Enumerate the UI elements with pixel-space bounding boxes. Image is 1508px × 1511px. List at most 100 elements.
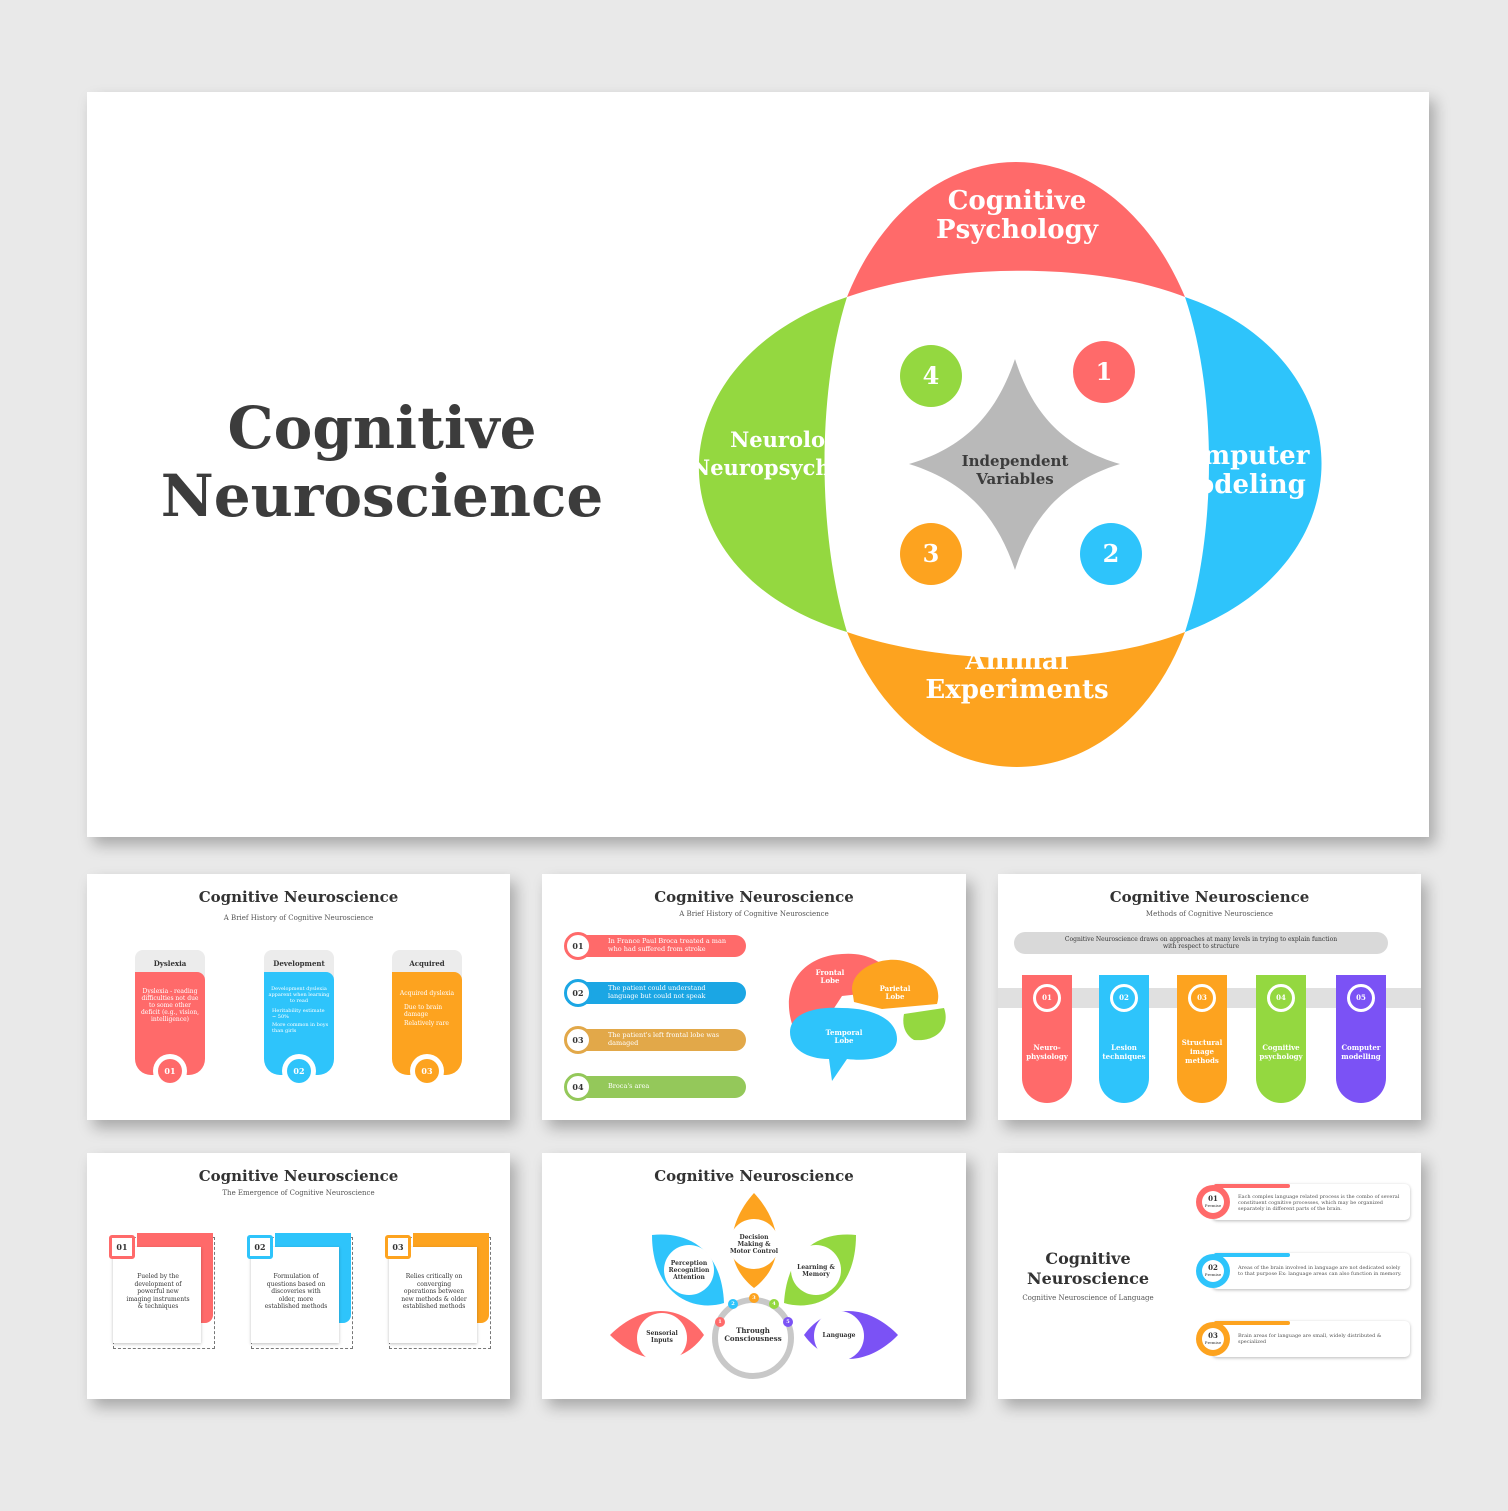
thumb3-tube-4-num: 04 [1267,984,1295,1012]
thumb3-tube-2: 02 Lesion techniques [1099,975,1149,1103]
thumb6-premise-2-badge: 02 Premise [1202,1260,1224,1282]
center-line1: Independent [961,452,1069,470]
thumb3-tube-4-label: Cognitive psychology [1259,1043,1303,1061]
thumb6-title: Cognitive Neuroscience [1008,1249,1168,1289]
thumb4-title: Cognitive Neuroscience [198,1167,399,1185]
petal-bottom-label: Animal Experiments [907,647,1127,705]
thumb3-tube-3: 03 Structural image methods [1177,975,1227,1103]
thumb6-subtitle: Cognitive Neuroscience of Language [1022,1294,1154,1302]
thumb2-item-1-text: In France Paul Broca treated a man who h… [608,937,727,953]
thumb2-title: Cognitive Neuroscience [654,888,854,906]
thumbnail-slide-1[interactable]: Cognitive Neuroscience A Brief History o… [87,874,510,1120]
main-title-line2: Neuroscience [160,462,604,530]
thumb5-label-sensorial: Sensorial Inputs [646,1330,678,1344]
thumb3-tube-4: 04 Cognitive psychology [1256,975,1306,1103]
brain-frontal-label: Frontal Lobe [815,968,845,985]
thumb3-tube-3-label: Structural image methods [1181,1038,1223,1065]
center-line2: Variables [976,470,1054,488]
thumbnail-slide-2[interactable]: Cognitive Neuroscience A Brief History o… [542,874,966,1120]
thumb2-item-2-num: 02 [564,979,592,1007]
main-title-line1: Cognitive [227,394,537,462]
brain-parietal-lobe [852,959,939,1009]
thumb3-tube-2-label: Lesion techniques [1102,1043,1146,1061]
thumb6-premise-1-num: 01 [1208,1194,1218,1203]
petal-top-line2: Psychology [936,215,1098,245]
thumb1-card-2-header: Development [273,959,325,968]
thumbnail-slide-6[interactable]: Cognitive Neuroscience Cognitive Neurosc… [998,1153,1421,1399]
thumb1-card-2-num: 02 [287,1059,311,1083]
thumb5-circle-decision [729,1219,779,1269]
brain-parietal-label: Parietal Lobe [879,984,911,1001]
thumb2-item-4: 04 Broca's area [564,1073,746,1101]
thumbnail-slide-4[interactable]: Cognitive Neuroscience The Emergence of … [87,1153,510,1399]
thumb4-note-2-num: 02 [247,1235,273,1259]
main-slide[interactable]: Cognitive Neuroscience Cognitive Psychol… [87,92,1429,837]
petal-right-line2: Modeling [1168,470,1306,500]
thumb1-card-2: Development Development dyslexia apparen… [264,950,334,1088]
thumb5-circle-perception [664,1245,714,1295]
petal-bottom-line1: Animal [965,646,1069,676]
petal-right [1185,297,1322,632]
thumb3-banner: Cognitive Neuroscience draws on approach… [1014,932,1388,954]
petal-left [698,297,847,632]
brain-temporal-lobe [790,1007,897,1081]
thumb6-premise-1-text: Each complex language related process is… [1238,1194,1400,1212]
thumb5-dot-5-label: 5 [786,1319,790,1325]
thumb6-title-line1: Cognitive [1045,1249,1131,1268]
thumb1-card-3-bullet1: Due to brain damage [404,1004,443,1018]
thumb5-dot-3 [749,1293,759,1303]
petal-left-label: Neurology Neuropsychology [691,426,894,482]
thumb5-label-learning: Learning & Memory [797,1264,835,1278]
petal-top-label: Cognitive Psychology [907,187,1127,245]
petal-bottom [847,632,1185,767]
thumb5-circle-language [814,1311,864,1361]
thumb5-diagram [610,1193,898,1379]
thumb1-card-2-bullet1: Heritability estimate ~ 50% [272,1008,325,1020]
thumb3-tube-5-label: Computer modelling [1341,1043,1381,1061]
thumb5-label-decision: Decision Making & Motor Control [729,1234,779,1255]
thumb3-subtitle: Methods of Cognitive Neuroscience [1145,910,1274,918]
thumb5-center-label: Through Consciousness [724,1326,782,1343]
thumb1-card-1-header: Dyslexia [153,959,187,968]
thumb6-premise-3-label: Premise [1204,1340,1222,1345]
thumb1-card-3-num: 03 [415,1059,439,1083]
thumb2-item-3: 03 The patient's left frontal lobe was d… [564,1026,746,1054]
thumb6-premise-2-label: Premise [1204,1272,1222,1277]
thumb3-title: Cognitive Neuroscience [1109,888,1310,906]
thumb4-note-1-num: 01 [109,1235,135,1259]
thumbnail-slide-5[interactable]: Cognitive Neuroscience Through Conscious… [542,1153,966,1399]
thumb4-subtitle: The Emergence of Cognitive Neuroscience [222,1189,375,1197]
thumb6-premise-3-num: 03 [1208,1331,1218,1340]
petal-top [847,161,1185,297]
brain-graphic [788,953,946,1081]
thumb1-card-3-body: Acquired dyslexia [399,990,455,997]
number-circle-2 [1080,523,1142,585]
thumb6-premise-3-badge: 03 Premise [1202,1328,1224,1350]
thumb1-card-1: Dyslexia Dyslexia - reading difficulties… [135,950,205,1088]
petal-bottom-line2: Experiments [925,675,1109,705]
center-star [909,359,1120,570]
number-4: 4 [922,361,940,390]
number-circle-1 [1073,341,1135,403]
number-circle-4 [900,345,962,407]
thumb6-premise-1: 01 Premise Each complex language related… [1194,1181,1412,1225]
thumb3-tube-1-num: 01 [1033,984,1061,1012]
thumb1-card-1-body: Dyslexia - reading difficulties not due … [140,988,200,1023]
thumb5-dot-3-label: 3 [752,1295,756,1301]
thumb2-item-3-text: The patient's left frontal lobe was dama… [608,1031,720,1047]
thumb6-premise-2-text: Areas of the brain involved in language … [1238,1265,1402,1277]
thumb2-item-4-num: 04 [564,1073,592,1101]
thumb4-note-1-text: Fueled by the development of powerful ne… [126,1273,190,1310]
thumb2-subtitle: A Brief History of Cognitive Neuroscienc… [679,910,829,918]
petal-left-line2: Neuropsychology [691,455,894,480]
thumb5-dot-1 [715,1317,725,1327]
thumb2-item-2: 02 The patient could understand language… [564,979,746,1007]
thumbnail-slide-3[interactable]: Cognitive Neuroscience Methods of Cognit… [998,874,1421,1120]
thumb6-premise-3-text: Brain areas for language are small, wide… [1238,1333,1382,1345]
thumb6-premise-1-badge: 01 Premise [1202,1191,1224,1213]
thumb6-premise-2: 02 Premise Areas of the brain involved i… [1194,1250,1412,1294]
thumb5-circle-learning [791,1245,841,1295]
thumb1-card-3-bullet2: Relatively rare [404,1020,449,1027]
thumb6-premise-2-num: 02 [1208,1263,1218,1272]
thumb5-title: Cognitive Neuroscience [654,1167,854,1185]
